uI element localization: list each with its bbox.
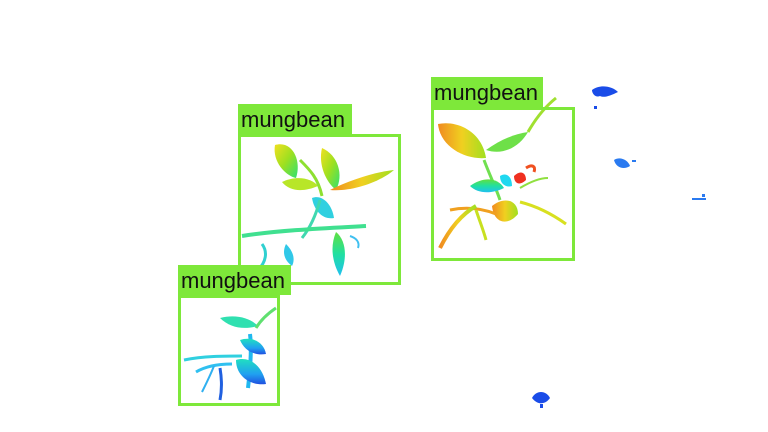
- detection-label: mungbean: [178, 265, 291, 295]
- detection-label: mungbean: [431, 77, 543, 107]
- detection-box-2: mungbean: [431, 77, 575, 261]
- bounding-box: [238, 134, 401, 285]
- detection-box-1: mungbean: [238, 104, 401, 285]
- detection-label: mungbean: [238, 104, 352, 134]
- stray-points: [532, 86, 706, 408]
- plant-b: [438, 96, 567, 249]
- plant-c: [183, 306, 277, 401]
- detection-box-3: mungbean: [178, 265, 291, 406]
- plant-a: [241, 144, 394, 276]
- bounding-box: [431, 107, 575, 261]
- bounding-box: [178, 295, 280, 406]
